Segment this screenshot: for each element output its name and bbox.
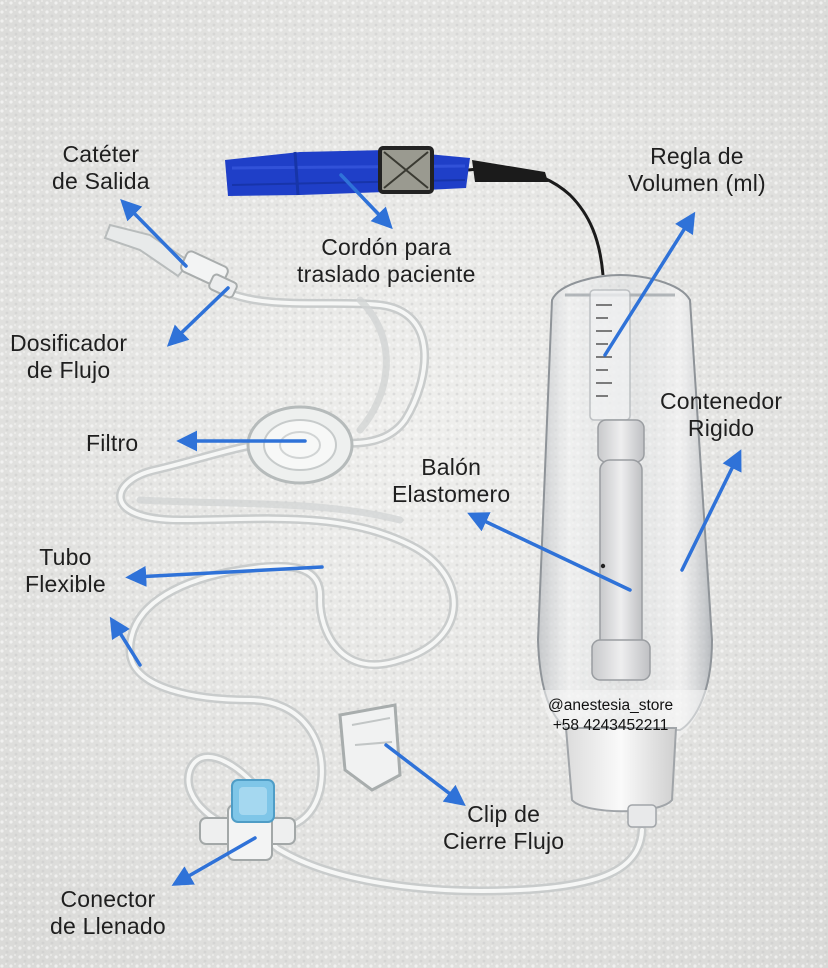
arrow-balon: [467, 512, 632, 592]
label-cateter-line1: Catéter: [62, 141, 140, 167]
label-dosificador-line2: de Flujo: [26, 357, 111, 383]
label-balon-line2: Elastomero: [392, 481, 511, 507]
arrow-contenedor: [680, 449, 742, 572]
pump-bottle: [536, 273, 714, 828]
label-balon-line1: Balón: [421, 454, 482, 480]
arrow-regla: [603, 211, 696, 357]
label-tubo-line1: Tubo: [39, 544, 92, 570]
watermark-phone: +58 4243452211: [552, 717, 669, 734]
label-filtro: Filtro: [86, 430, 138, 457]
label-conector-line1: Conector: [60, 886, 156, 912]
arrow-cordon: [339, 173, 393, 230]
arrow-conector: [171, 836, 257, 886]
label-tubo-line2: Flexible: [25, 571, 106, 597]
arrow-cateter: [120, 199, 188, 268]
label-balon: Balón Elastomero: [392, 454, 510, 508]
filling-connector: [199, 779, 296, 861]
label-conector: Conector de Llenado: [50, 886, 166, 940]
label-clip: Clip de Cierre Flujo: [443, 801, 564, 855]
label-dosificador-line1: Dosificador: [10, 330, 128, 356]
label-tubo: Tubo Flexible: [25, 544, 106, 598]
label-dosificador: Dosificador de Flujo: [10, 330, 127, 384]
outlet-catheter: [103, 223, 238, 299]
label-regla-line1: Regla de: [650, 143, 744, 169]
label-contenedor-line1: Contenedor: [660, 388, 783, 414]
watermark: @anestesia_store +58 4243452211: [548, 696, 673, 736]
label-contenedor-line2: Rigido: [687, 415, 755, 441]
label-cateter-salida: Catéter de Salida: [52, 141, 150, 195]
label-cordon: Cordón para traslado paciente: [297, 234, 476, 288]
arrow-tubo-lower: [109, 616, 142, 667]
label-conector-line2: de Llenado: [50, 913, 166, 939]
label-clip-line2: Cierre Flujo: [443, 828, 565, 854]
label-regla-line2: Volumen (ml): [628, 170, 766, 196]
label-cordon-line1: Cordón para: [321, 234, 452, 260]
label-clip-line1: Clip de: [467, 801, 541, 827]
arrow-dosificador: [166, 286, 230, 347]
flow-clip: [338, 703, 402, 792]
arrow-tubo-upper: [125, 565, 324, 587]
patient-strap: [225, 146, 605, 276]
label-contenedor: Contenedor Rigido: [660, 388, 782, 442]
label-filtro-line1: Filtro: [86, 430, 139, 456]
filter-disc: [246, 405, 354, 485]
callout-arrows: [109, 173, 742, 886]
arrow-clip: [384, 743, 466, 806]
label-regla: Regla de Volumen (ml): [628, 143, 766, 197]
label-cordon-line2: traslado paciente: [297, 261, 476, 287]
watermark-handle: @anestesia_store: [548, 697, 674, 714]
label-cateter-line2: de Salida: [52, 168, 150, 194]
